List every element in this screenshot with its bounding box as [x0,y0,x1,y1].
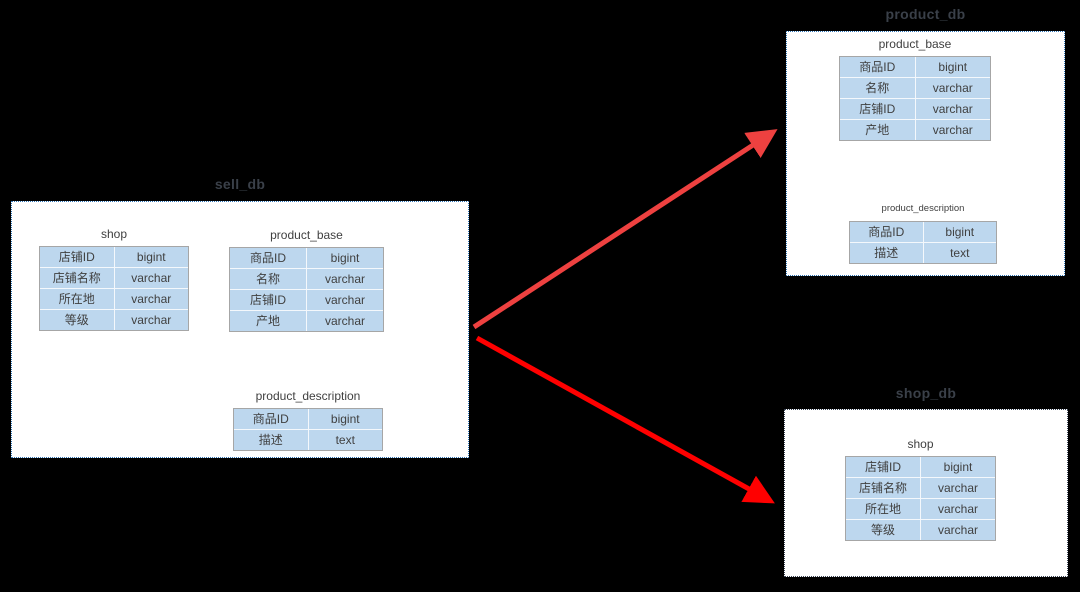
type-cell: varchar [921,499,995,519]
type-cell: bigint [114,247,188,267]
type-cell: varchar [915,99,990,119]
type-cell: varchar [915,120,990,140]
field-cell: 描述 [234,430,308,450]
field-cell: 所在地 [40,289,114,309]
field-cell: 商品ID [234,409,308,429]
type-cell: varchar [307,311,383,331]
type-cell: text [923,243,996,263]
type-cell: bigint [307,248,383,268]
type-cell: bigint [915,57,990,77]
field-cell: 等级 [40,310,114,330]
field-cell: 名称 [230,269,306,289]
type-cell: bigint [921,457,995,477]
type-cell: varchar [307,290,383,310]
table-title-shop: shop [907,437,934,451]
table-title-product-description: product_description [881,203,965,214]
db-title-product-db: product_db [885,6,966,22]
table-title-product-base: product_base [270,228,343,242]
field-cell: 店铺名称 [40,268,114,288]
type-cell: varchar [921,478,995,498]
arrow-sell-db-to-product-db [472,129,778,330]
type-cell: varchar [114,289,188,309]
db-title-shop-db: shop_db [895,385,957,401]
field-cell: 产地 [230,311,306,331]
table-title-product-base: product_base [878,37,952,51]
type-cell: text [308,430,382,450]
field-cell: 店铺ID [230,290,306,310]
db-title-sell-db: sell_db [214,176,266,192]
field-cell: 名称 [840,78,915,98]
field-cell: 产地 [840,120,915,140]
field-cell: 店铺ID [846,457,920,477]
table-title-shop: shop [100,227,128,241]
field-cell: 店铺ID [40,247,114,267]
type-cell: varchar [307,269,383,289]
field-cell: 描述 [850,243,923,263]
type-cell: varchar [114,310,188,330]
field-cell: 所在地 [846,499,920,519]
table-title-product-description: product_description [255,389,361,403]
field-cell: 店铺名称 [846,478,920,498]
type-cell: varchar [921,520,995,540]
field-cell: 商品ID [840,57,915,77]
field-cell: 等级 [846,520,920,540]
type-cell: bigint [308,409,382,429]
type-cell: varchar [915,78,990,98]
type-cell: bigint [923,222,996,242]
type-cell: varchar [114,268,188,288]
field-cell: 商品ID [230,248,306,268]
arrow-sell-db-to-shop-db [475,335,775,504]
field-cell: 商品ID [850,222,923,242]
field-cell: 店铺ID [840,99,915,119]
